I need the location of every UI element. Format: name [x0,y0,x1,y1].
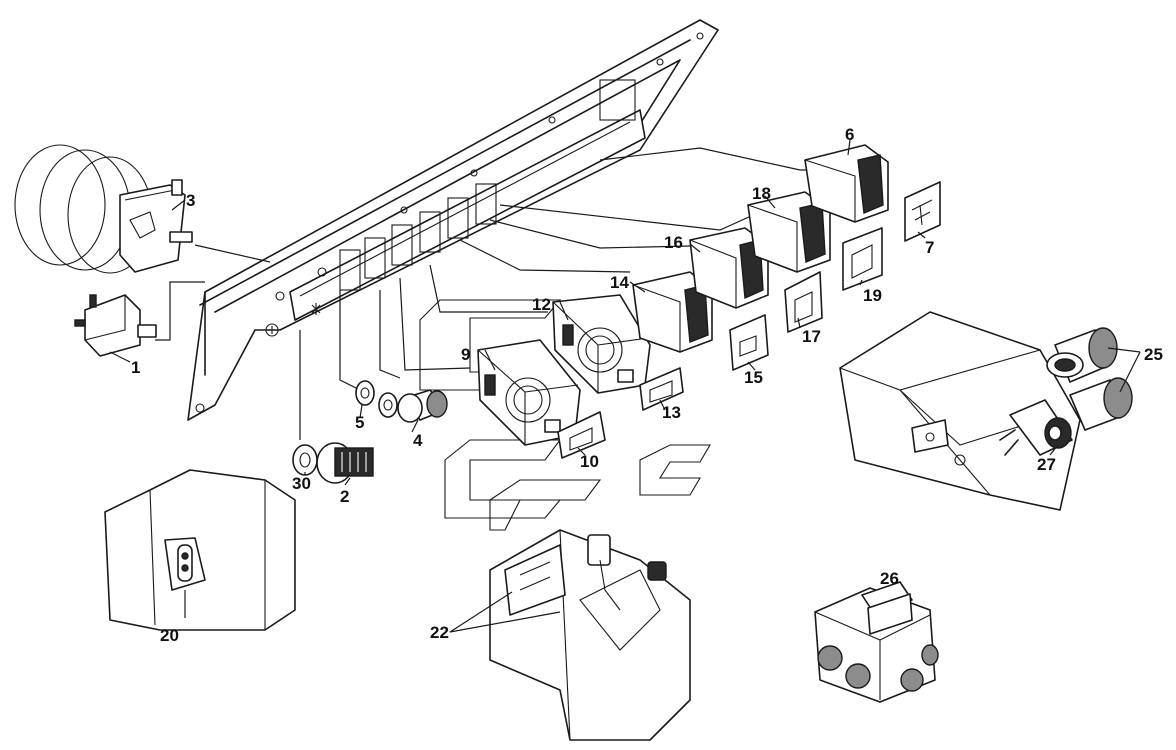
symbol-tile-part-15 [729,314,769,371]
callout-1: 1 [131,358,140,377]
rocker-switch-part-6 [804,144,889,223]
callout-3: 3 [186,191,195,210]
symbol-tile-part-17 [784,271,823,333]
callout-2: 2 [340,487,349,506]
callout-20: 20 [160,626,179,645]
lamp-socket-part-27 [999,399,1073,456]
symbol-tile-part-13 [639,367,684,411]
knob-part-4 [397,389,448,423]
callout-18: 18 [752,184,771,203]
bracket-part-20 [104,469,296,631]
connection-lines [155,147,810,440]
leader-lines [109,139,1141,633]
dashboard-panel [187,19,719,421]
knob-part-2 [316,442,374,484]
thermostat-part-3 [14,144,193,274]
callout-labels: 1 2 3 4 5 6 7 9 10 12 13 14 15 16 17 18 … [131,125,1163,645]
callout-15: 15 [744,368,763,387]
washer-part-5 [355,380,398,418]
switch-part-1 [74,294,157,357]
symbol-tile-part-10 [557,411,606,459]
callout-13: 13 [662,403,681,422]
lamp-socket-part-25 [1046,327,1133,431]
junction-block-part-26 [814,581,939,703]
callout-6: 6 [845,125,854,144]
callout-30: 30 [292,474,311,493]
rocker-switch-part-18 [747,191,831,273]
rotary-switch-part-9 [477,339,581,446]
rocker-switch-part-14 [632,271,713,353]
symbol-tile-part-19 [842,227,883,291]
callout-22: 22 [430,623,449,642]
callout-19: 19 [863,286,882,305]
callout-4: 4 [413,431,423,450]
callout-27: 27 [1037,455,1056,474]
washer-part-30 [292,444,318,476]
callout-16: 16 [664,233,683,252]
callout-17: 17 [802,327,821,346]
callout-14: 14 [610,273,629,292]
rotary-switch-part-12 [552,294,651,394]
pedal-bracket-part-22 [489,529,691,741]
callout-7: 7 [925,238,934,257]
callout-26: 26 [880,569,899,588]
callout-5: 5 [355,413,364,432]
symbol-tile-part-7 [904,181,941,242]
side-panel [839,311,1081,511]
callout-25: 25 [1144,345,1163,364]
callout-9: 9 [461,345,470,364]
callout-12: 12 [532,295,551,314]
callout-10: 10 [580,452,599,471]
